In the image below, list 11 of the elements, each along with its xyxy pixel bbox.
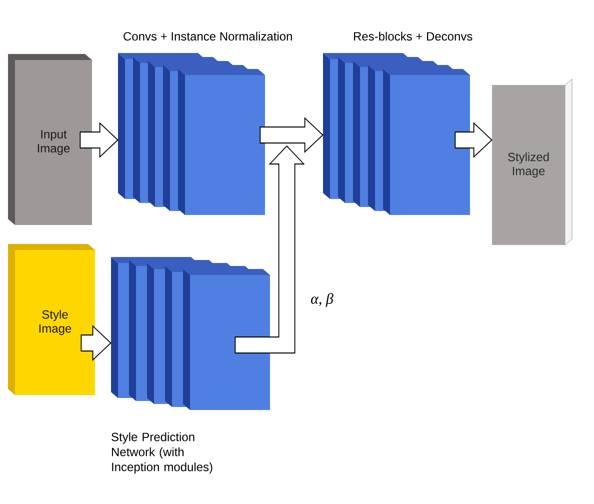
block-arrow [80,324,112,362]
edge-label: α, β [311,293,334,307]
image-panel: Style Image [8,244,95,395]
block-arrow [80,122,118,158]
image-panel: Input Image [8,54,92,225]
image-panel: Stylized Image [492,78,572,246]
block-arrow [260,116,324,154]
stack-label: Res-blocks + Deconvs [354,32,472,41]
stack-label: Convs + Instance Normalization [124,32,292,41]
stack-label: Style Prediction Network (with Inception modules) [112,432,212,474]
block-arrow [234,145,305,354]
